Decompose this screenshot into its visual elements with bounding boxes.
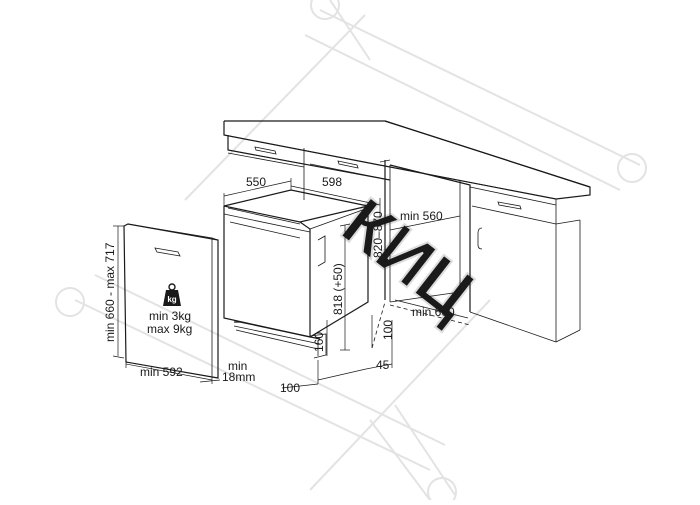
- label-panel-thickness-2: 18mm: [222, 370, 255, 384]
- label-panel-width: min 592: [140, 365, 183, 379]
- label-appliance-height: 818 (+50): [331, 263, 345, 315]
- label-plinth-height: 160: [312, 332, 326, 352]
- weight-max-label: max 9kg: [147, 322, 192, 336]
- label-depth-min: min 560: [400, 209, 443, 223]
- label-front-offset: 100: [280, 381, 300, 395]
- watermark-circle-left: [55, 287, 85, 317]
- label-width-front: 598: [322, 175, 342, 189]
- label-width-top: 550: [246, 175, 266, 189]
- weight-min-label: min 3kg: [149, 309, 191, 323]
- dishwasher-body: [223, 189, 369, 359]
- label-height-range: 820–870: [371, 211, 385, 258]
- watermark-circle-bottom: [427, 477, 457, 505]
- weight-icon: kg: [163, 283, 181, 306]
- watermark-circle-right: [617, 153, 647, 183]
- dimension-lines: [112, 159, 471, 389]
- label-side-gap: 45: [376, 358, 390, 372]
- watermark: КИЦ: [55, 0, 647, 505]
- kitchen-cabinet: [223, 120, 591, 343]
- label-panel-height: min 660 - max 717: [103, 242, 117, 342]
- watermark-circle-top: [310, 0, 340, 20]
- label-bottom-depth: min 600: [412, 305, 455, 319]
- label-panel-thickness-1: min: [228, 359, 247, 373]
- dimension-labels: 550 598 820–870 min 560 818 (+50) 160 10…: [103, 175, 455, 395]
- weight-icon-label: kg: [167, 295, 176, 304]
- furniture-panel: kg min 3kg max 9kg: [123, 223, 219, 379]
- label-plinth-gap: 100: [381, 320, 395, 340]
